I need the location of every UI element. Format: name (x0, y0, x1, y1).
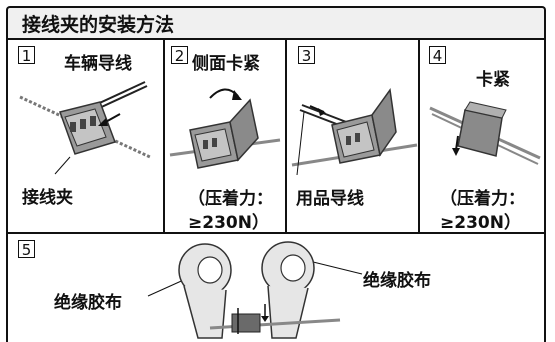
step-2-number: 2 (171, 46, 188, 65)
step-2-illustration (169, 88, 281, 169)
title-bar (8, 8, 544, 40)
step-4-label: 卡紧 (476, 70, 510, 90)
step-5-number: 5 (18, 240, 35, 259)
step-4-note-line2: ≥230N） (440, 213, 521, 233)
step-1-label-wire: 车辆导线 (64, 54, 132, 74)
step-2-label: 侧面卡紧 (192, 54, 260, 74)
step-5-tape-right: 绝缘胶布 (363, 271, 431, 291)
step-2-note-line2: ≥230N） (188, 213, 269, 233)
step-4-note-line1: （压着力： (440, 189, 525, 209)
step-5-tape-left: 绝缘胶布 (54, 293, 122, 313)
step-5-illustration (147, 241, 363, 339)
divider-row (8, 232, 544, 234)
step-2-note-line1: （压着力： (188, 189, 273, 209)
page-title: 接线夹的安装方法 (22, 14, 175, 36)
step-3-illustration (291, 88, 418, 176)
divider-1-2 (163, 40, 165, 232)
step-1-illustration (19, 81, 151, 175)
step-1-label-clip: 接线夹 (22, 188, 73, 208)
divider-3-4 (418, 40, 420, 232)
step-3-number: 3 (298, 46, 315, 65)
step-1-number: 1 (18, 46, 35, 65)
step-4-number: 4 (429, 46, 446, 65)
divider-2-3 (285, 40, 287, 232)
instruction-frame (6, 6, 546, 342)
step-4-illustration (429, 101, 541, 165)
step-3-label-wire: 用品导线 (296, 189, 364, 209)
